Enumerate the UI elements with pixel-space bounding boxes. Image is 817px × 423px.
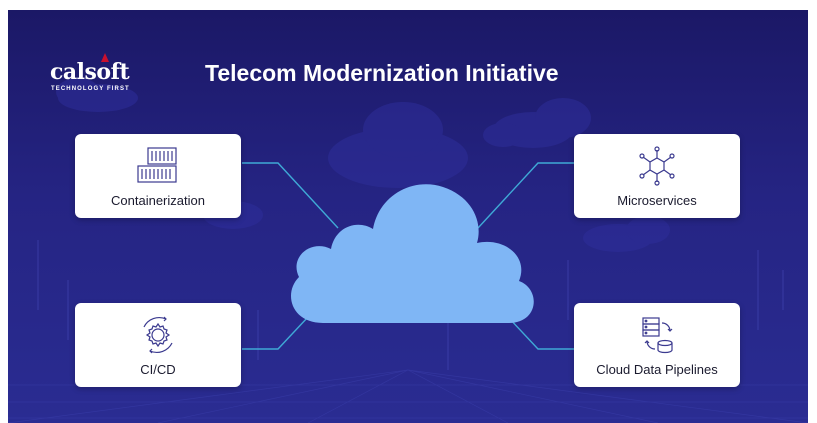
node-containerization: Containerization — [75, 134, 241, 218]
node-label: CI/CD — [140, 362, 176, 377]
node-label: Microservices — [617, 193, 697, 208]
diagram-banner: calsoft TECHNOLOGY FIRST Telecom Moderni… — [8, 10, 808, 423]
node-cicd: CI/CD — [75, 303, 241, 387]
background-clouds — [56, 78, 670, 252]
page-title: Telecom Modernization Initiative — [205, 60, 559, 86]
connector-containerization — [242, 162, 339, 229]
logo-tagline: TECHNOLOGY FIRST — [51, 86, 130, 92]
node-label: Cloud Data Pipelines — [596, 362, 718, 377]
connector-microservices — [477, 162, 574, 229]
shipping-containers-icon — [137, 147, 177, 183]
logo-wordmark: calsoft — [50, 59, 130, 85]
background-decoration — [8, 78, 808, 423]
calsoft-logo: calsoft TECHNOLOGY FIRST — [50, 53, 150, 109]
hexagon-network-icon — [639, 146, 675, 186]
node-cloud-data-pipelines: Cloud Data Pipelines — [574, 303, 740, 387]
node-label: Containerization — [111, 193, 205, 208]
logo-accent-icon — [101, 53, 109, 62]
gear-cycle-icon — [143, 316, 173, 354]
node-microservices: Microservices — [574, 134, 740, 218]
database-sync-icon — [642, 317, 673, 354]
cloud-icon — [291, 184, 534, 323]
